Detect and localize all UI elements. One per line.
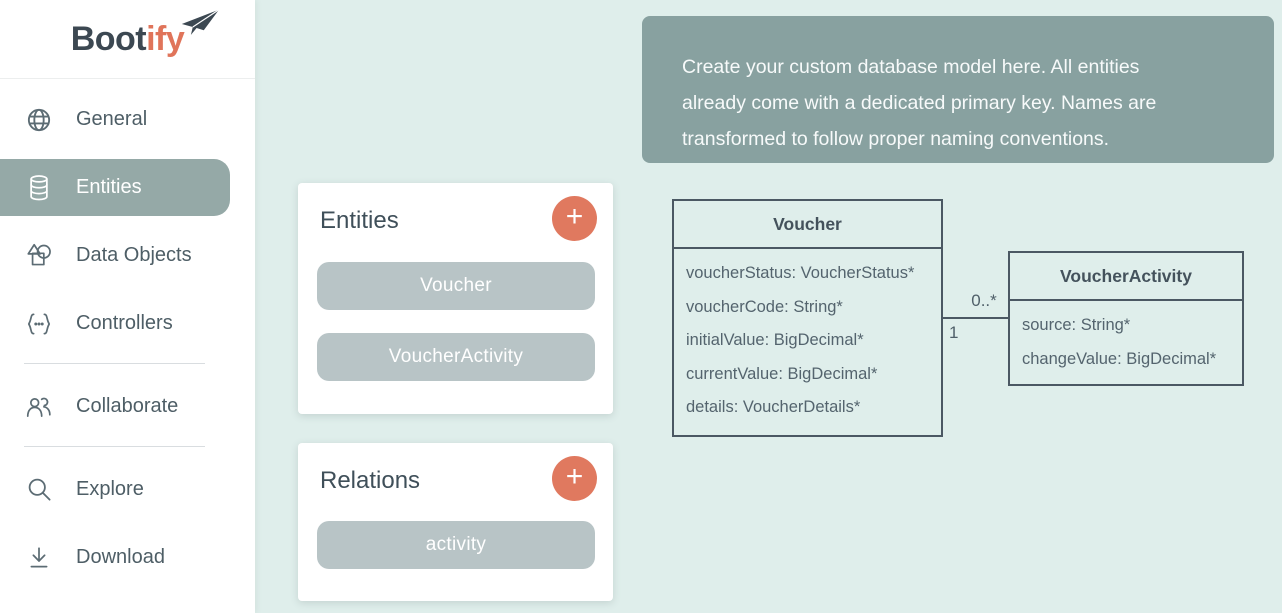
paper-plane-icon <box>182 8 220 35</box>
braces-icon <box>24 309 54 339</box>
sidebar-item-label: Explore <box>76 478 144 500</box>
logo-text-primary: Boot <box>70 19 147 58</box>
uml-entity-voucher: Voucher voucherStatus: VoucherStatus* vo… <box>672 199 943 437</box>
entities-panel-title: Entities <box>320 207 399 234</box>
people-icon <box>24 392 54 422</box>
nav-divider <box>24 446 205 447</box>
uml-multiplicity-one: 1 <box>949 323 959 342</box>
sidebar-item-entities[interactable]: Entities <box>0 159 230 216</box>
relations-panel-title: Relations <box>320 467 421 494</box>
uml-field: initialValue: BigDecimal* <box>686 331 864 349</box>
uml-field: currentValue: BigDecimal* <box>686 364 878 383</box>
entities-panel: Entities + Voucher VoucherActivity <box>298 183 613 414</box>
logo-container: Bootify <box>0 0 255 79</box>
uml-field: source: String* <box>1022 316 1131 334</box>
add-relation-button[interactable]: + <box>552 456 597 501</box>
main-content: Create your custom database model here. … <box>255 0 1282 613</box>
uml-multiplicity-many: 0..* <box>971 291 997 310</box>
info-banner-text: Create your custom database model here. … <box>682 56 1157 150</box>
download-icon <box>24 543 54 573</box>
plus-icon: + <box>565 459 584 493</box>
entity-button-voucher[interactable]: Voucher <box>317 262 595 310</box>
sidebar: Bootify General <box>0 0 255 613</box>
sidebar-item-label: General <box>76 108 148 130</box>
uml-field: details: VoucherDetails* <box>686 398 861 416</box>
uml-entity-title: Voucher <box>674 201 941 249</box>
sidebar-item-download[interactable]: Download <box>0 529 230 586</box>
nav-divider <box>24 363 205 364</box>
plus-icon: + <box>565 199 584 233</box>
database-icon <box>24 173 54 203</box>
uml-relation-line <box>943 317 1008 319</box>
magnifier-icon <box>24 475 54 505</box>
uml-entity-fields: source: String* changeValue: BigDecimal* <box>1010 301 1242 384</box>
sidebar-item-explore[interactable]: Explore <box>0 461 230 518</box>
sidebar-item-label: Collaborate <box>76 395 179 417</box>
add-entity-button[interactable]: + <box>552 196 597 241</box>
sidebar-item-label: Entities <box>76 176 142 198</box>
sidebar-nav: General Entities Data Obj <box>0 79 255 586</box>
relations-panel: Relations + activity <box>298 443 613 601</box>
info-banner: Create your custom database model here. … <box>642 16 1274 163</box>
sidebar-item-label: Controllers <box>76 312 173 334</box>
sidebar-item-data-objects[interactable]: Data Objects <box>0 227 230 284</box>
uml-entity-voucher-activity: VoucherActivity source: String* changeVa… <box>1008 251 1244 386</box>
sidebar-item-label: Data Objects <box>76 244 192 266</box>
uml-field: changeValue: BigDecimal* <box>1022 349 1217 368</box>
uml-field: voucherStatus: VoucherStatus* <box>686 264 915 282</box>
sidebar-item-controllers[interactable]: Controllers <box>0 295 230 352</box>
entity-button-voucher-activity[interactable]: VoucherActivity <box>317 333 595 381</box>
relation-button-activity[interactable]: activity <box>317 521 595 569</box>
sidebar-item-label: Download <box>76 546 165 568</box>
uml-field: voucherCode: String* <box>686 297 843 316</box>
uml-entity-fields: voucherStatus: VoucherStatus* voucherCod… <box>674 249 941 433</box>
uml-entity-title: VoucherActivity <box>1010 253 1242 301</box>
sidebar-item-general[interactable]: General <box>0 91 230 148</box>
shapes-icon <box>24 241 54 271</box>
sidebar-item-collaborate[interactable]: Collaborate <box>0 378 230 435</box>
logo-text-accent: ify <box>146 19 185 58</box>
globe-icon <box>24 105 54 135</box>
bootify-logo[interactable]: Bootify <box>70 8 220 59</box>
